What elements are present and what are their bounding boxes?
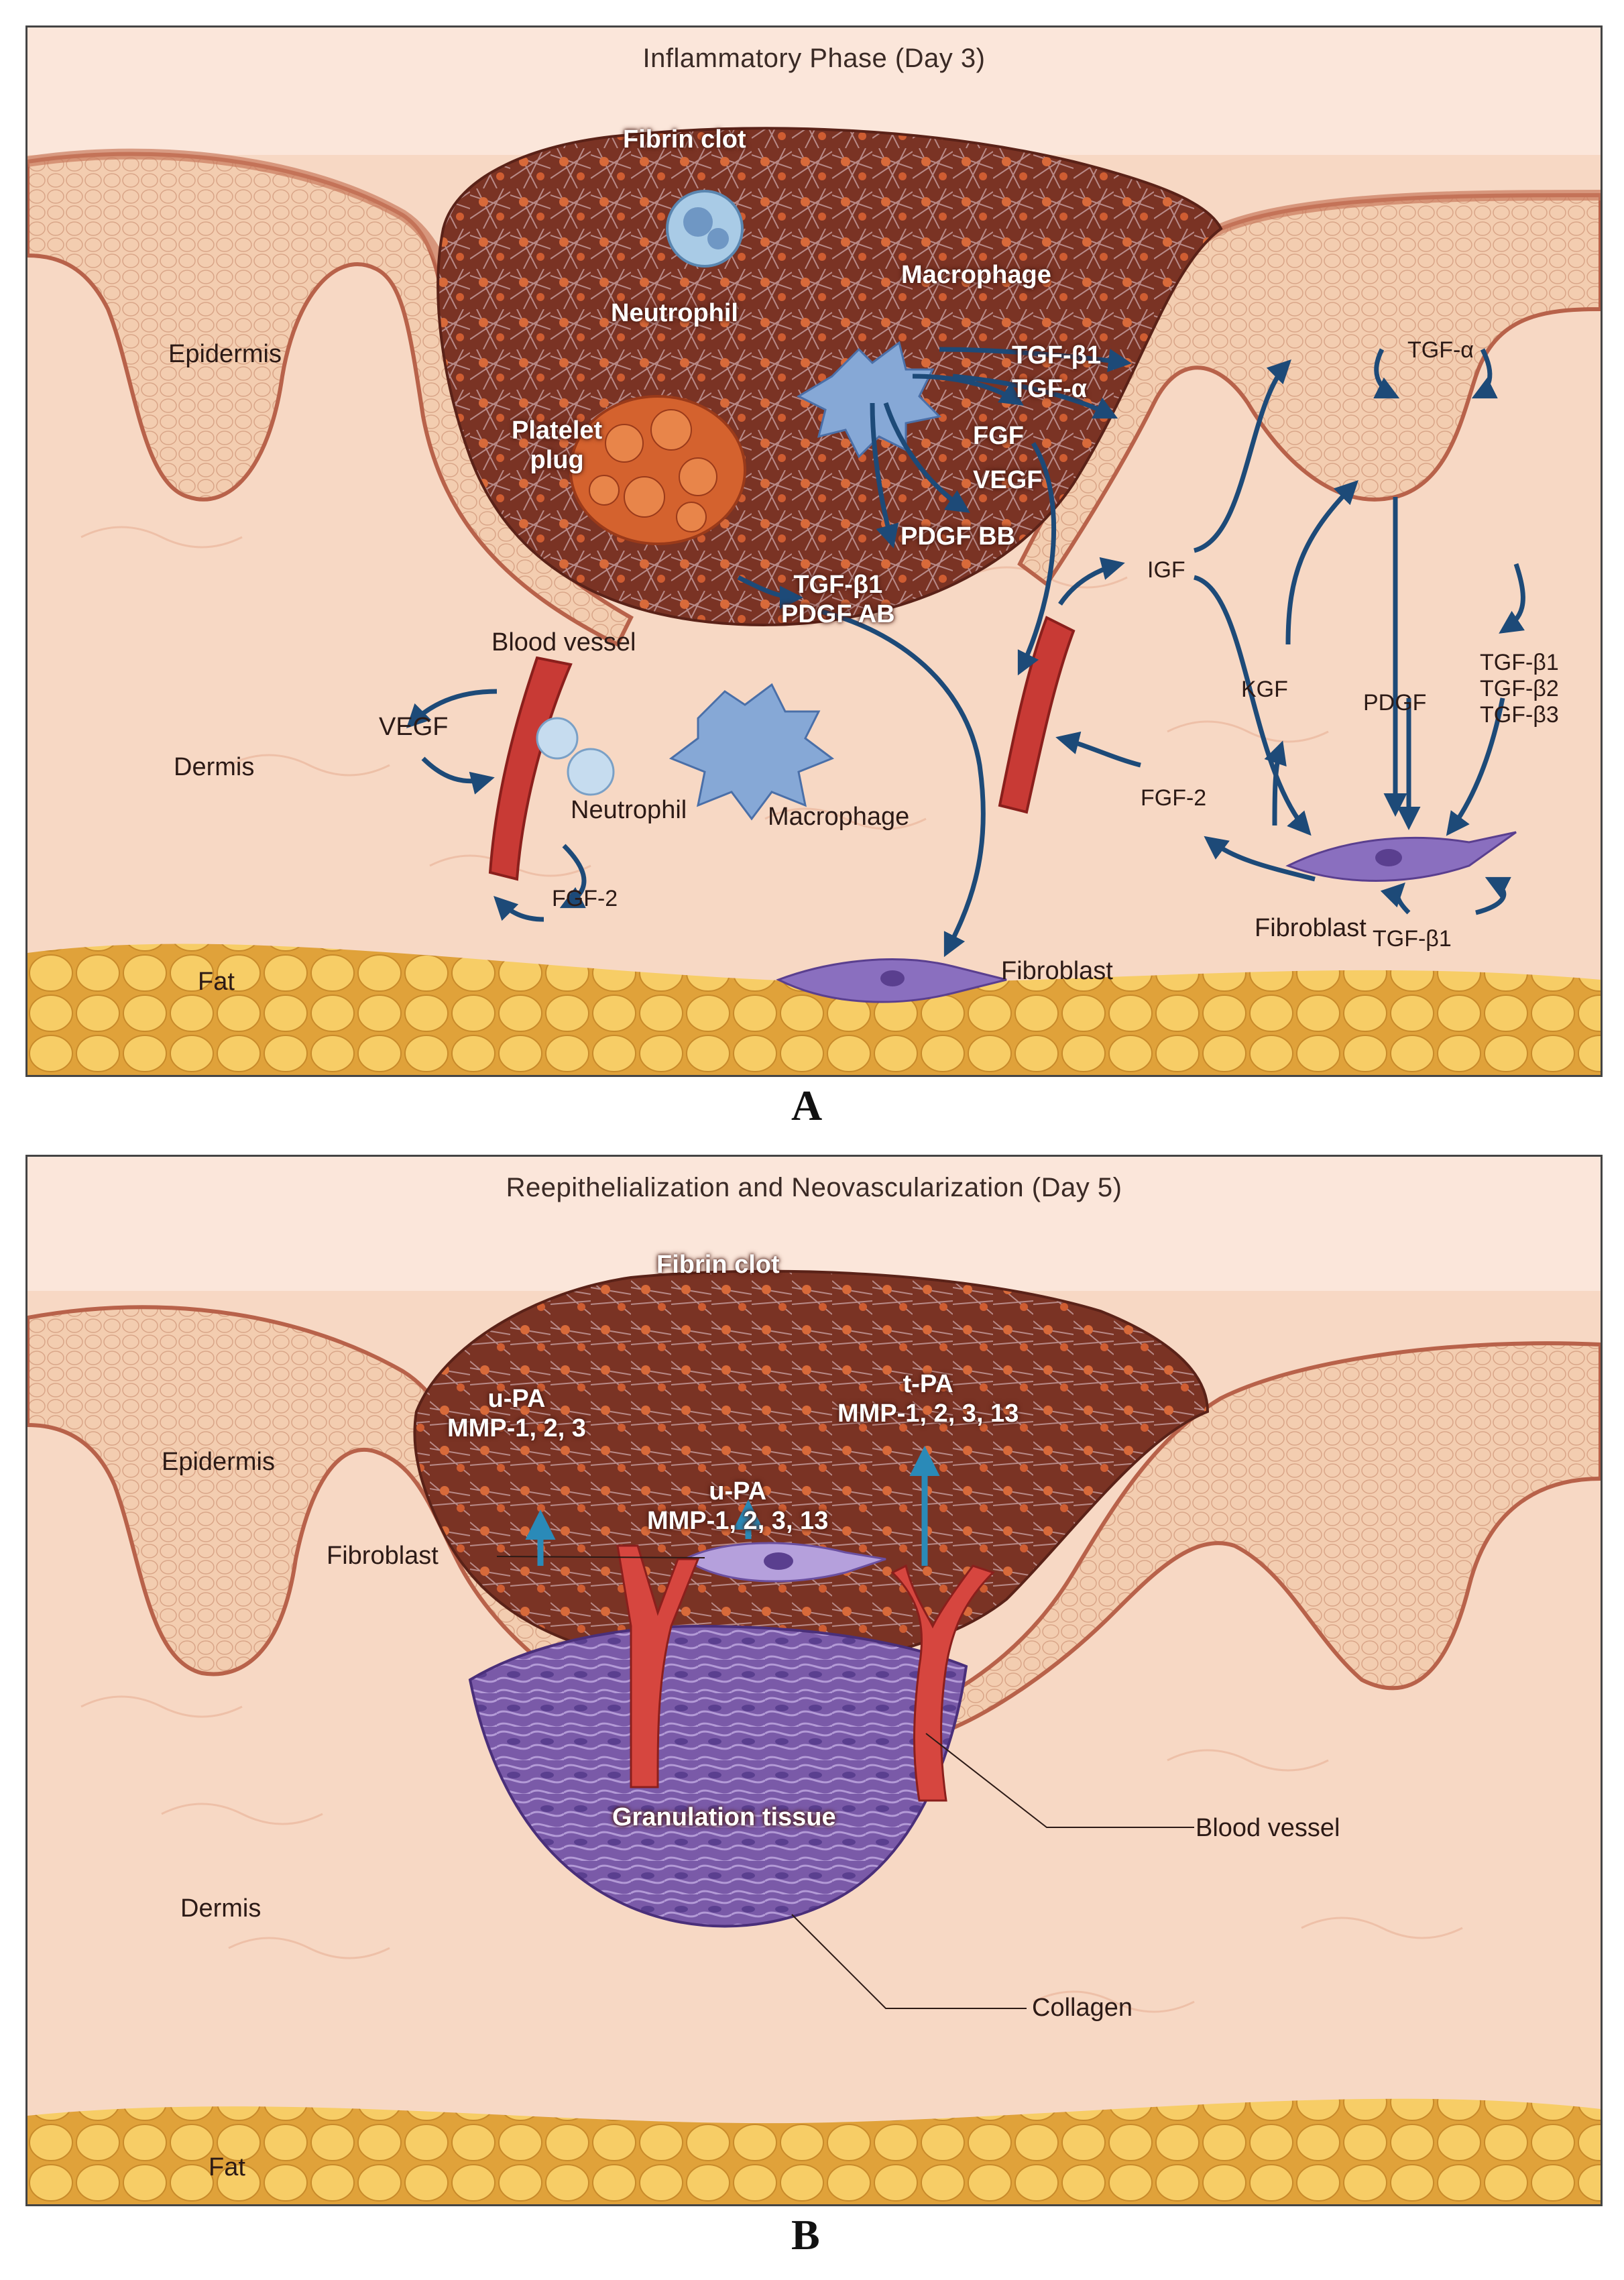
protease-arrows-b [525, 1446, 940, 1566]
platelet-plug-label: Platelet plug [512, 416, 603, 474]
leader-lines-b [496, 1556, 1194, 2009]
tgf-beta123-label: TGF-β1 TGF-β2 TGF-β3 [1480, 650, 1559, 728]
upa-mmp-center-label: u-PA MMP-1, 2, 3, 13 [647, 1477, 829, 1535]
tpa-mmp-right-label: t-PA MMP-1, 2, 3, 13 [837, 1370, 1019, 1428]
fibroblast-bottom-label: Fibroblast [1001, 957, 1113, 985]
fgf2-right-label: FGF-2 [1141, 785, 1207, 811]
blood-vessel-b-label: Blood vessel [1196, 1814, 1340, 1842]
tgf-alpha-right-label: TGF-α [1407, 337, 1474, 363]
panel-a-title: Inflammatory Phase (Day 3) [642, 44, 986, 73]
fibroblast-right-cell [1285, 831, 1517, 882]
epidermis-right-b [923, 1341, 1601, 1736]
blood-vessel-left [488, 656, 573, 881]
neutrophil-mid-label: Neutrophil [571, 796, 687, 824]
macrophage-top-cell [796, 341, 942, 459]
signal-arrows-a [406, 347, 1525, 958]
panel-a-letter: A [791, 1082, 823, 1129]
panel-a-inflammatory-phase: Inflammatory Phase (Day 3) Fibrin clot N… [25, 25, 1603, 1077]
panel-b-letter: B [791, 2211, 820, 2259]
dermis-texture-b [80, 1695, 1463, 2013]
macrophage-mid-label: Macrophage [768, 803, 910, 831]
epidermis-left-b [27, 1305, 647, 1723]
fibroblast-b-label: Fibroblast [327, 1542, 439, 1570]
tgf-beta1-right-label: TGF-β1 [1373, 926, 1452, 952]
tgf-alpha-label: TGF-α [1012, 375, 1087, 403]
neutrophil-mid-cell [536, 717, 579, 760]
granulation-tissue-area [468, 1624, 968, 1928]
epidermis-label: Epidermis [168, 340, 282, 368]
epidermis-b-label: Epidermis [162, 1448, 275, 1476]
fibroblast-right-label: Fibroblast [1255, 914, 1367, 942]
pdgf-label: PDGF [1363, 690, 1427, 716]
vegf-left-label: VEGF [379, 713, 449, 741]
fibrin-clot-b-label: Fibrin clot [656, 1251, 780, 1279]
pdgf-bb-label: PDGF BB [901, 522, 1015, 551]
vegf-top-label: VEGF [973, 466, 1043, 494]
upa-mmp-left-label: u-PA MMP-1, 2, 3 [447, 1385, 586, 1442]
neutrophil-top-label: Neutrophil [611, 299, 738, 327]
blood-vessel-label: Blood vessel [491, 628, 636, 657]
panel-a-illustration [27, 27, 1601, 1075]
panel-b-reepithelialization: Reepithelialization and Neovascularizati… [25, 1155, 1603, 2206]
fgf-label: FGF [973, 422, 1024, 450]
dermis-label: Dermis [174, 753, 255, 781]
fat-label: Fat [198, 968, 235, 996]
panel-b-illustration [27, 1157, 1601, 2204]
fat-layer-a [27, 944, 1601, 1075]
fibrin-clot-label: Fibrin clot [623, 125, 746, 154]
fat-b-label: Fat [209, 2153, 245, 2181]
fat-layer-b [27, 2098, 1601, 2204]
igf-label: IGF [1147, 557, 1185, 583]
granulation-tissue-label: Granulation tissue [612, 1803, 836, 1831]
blood-vessel-right-b [890, 1564, 995, 1802]
dermis-b-label: Dermis [180, 1894, 262, 1923]
fibrin-clot-b [413, 1269, 1210, 1672]
panel-b-title: Reepithelialization and Neovascularizati… [506, 1173, 1122, 1202]
collagen-label: Collagen [1032, 1994, 1133, 2022]
fgf2-left-label: FGF-2 [552, 886, 618, 911]
tgf-beta1-pdgf-ab-label: TGF-β1 PDGF AB [781, 571, 895, 628]
tgf-beta1-label: TGF-β1 [1012, 341, 1101, 369]
blood-vessel-left-b [616, 1544, 700, 1788]
macrophage-top-label: Macrophage [901, 261, 1051, 289]
kgf-label: KGF [1241, 677, 1288, 702]
macrophage-mid-cell [669, 683, 835, 821]
